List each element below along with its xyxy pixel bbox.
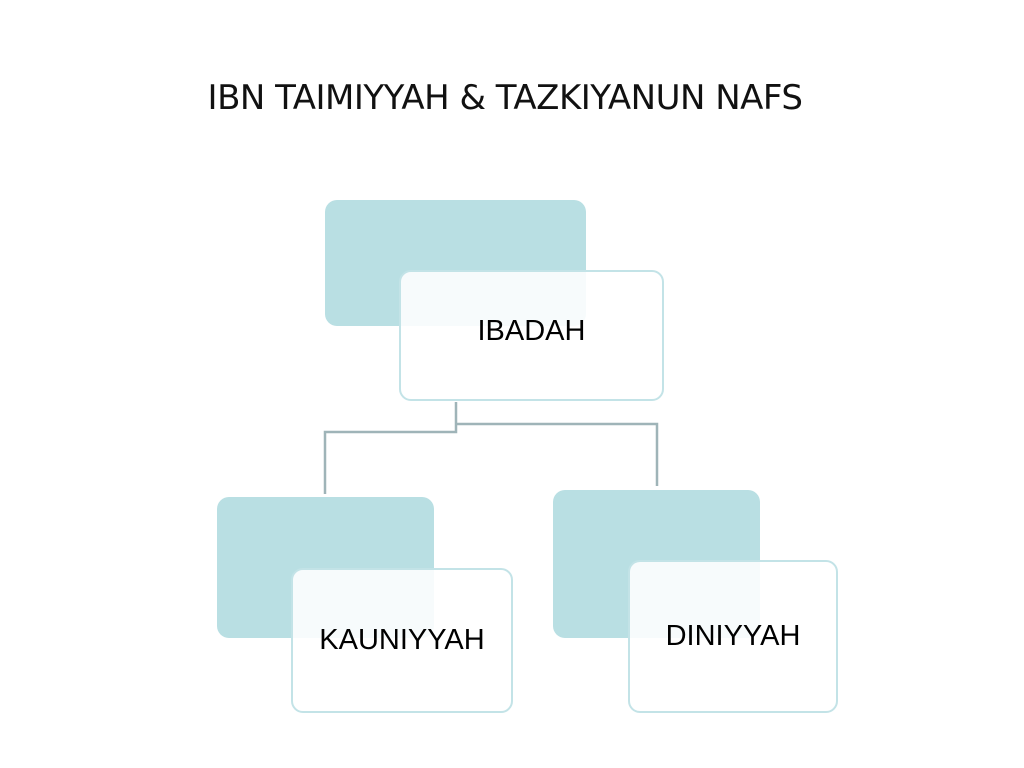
left-node-label: KAUNIYYAH xyxy=(319,624,485,657)
right-node-label: DINIYYAH xyxy=(665,620,801,653)
connector-root-to-left xyxy=(323,402,458,494)
connector-root-to-right xyxy=(456,422,659,486)
right-node: DINIYYAH xyxy=(628,560,838,713)
root-node: IBADAH xyxy=(399,270,664,401)
slide-title: IBN TAIMIYYAH & TAZKIYANUN NAFS xyxy=(207,78,803,118)
root-node-label: IBADAH xyxy=(477,315,586,347)
left-node: KAUNIYYAH xyxy=(291,568,513,713)
